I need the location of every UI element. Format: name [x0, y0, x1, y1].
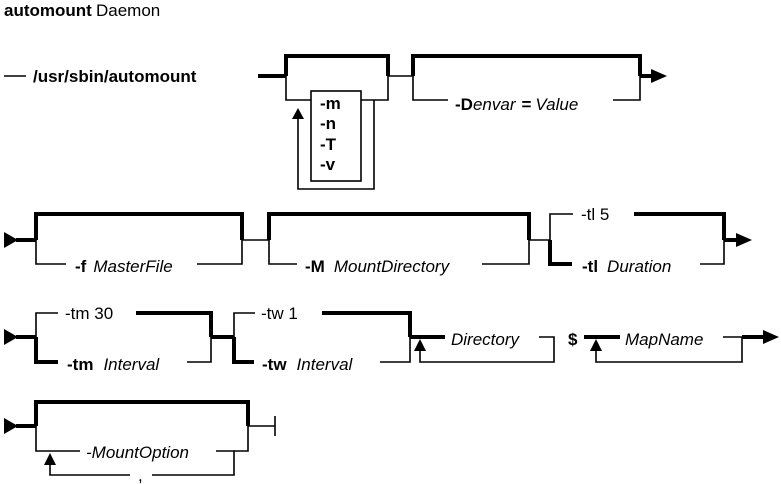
continue-arrow-icon	[763, 330, 779, 344]
dollar-separator: $	[568, 330, 578, 349]
continue-arrow-icon	[736, 233, 752, 247]
repeat-arrow-icon	[44, 453, 56, 465]
mapname-arg: MapName	[625, 330, 703, 349]
flag-T: -T	[320, 135, 337, 154]
mount-option-arg: -MountOption	[86, 443, 189, 462]
repeat-arrow-icon	[590, 339, 602, 351]
continue-arrow-icon	[651, 69, 667, 83]
mount-option-group: -MountOption ,	[34, 400, 250, 484]
flags-group: -m -n -T -v	[284, 54, 390, 190]
flag-m: -m	[320, 94, 341, 113]
tl-default: -tl 5	[581, 205, 609, 224]
command-path: /usr/sbin/automount	[33, 67, 197, 86]
repeat-arrow-icon	[414, 339, 426, 351]
start-arrow-icon	[4, 329, 18, 345]
comma-separator: ,	[138, 466, 143, 484]
title-command: automount	[4, 1, 92, 20]
mapname-group: MapName	[584, 330, 743, 363]
tm-default: -tm 30	[65, 304, 113, 323]
flag-v: -v	[320, 155, 336, 174]
start-arrow-icon	[4, 232, 18, 248]
directory-arg: Directory	[451, 330, 521, 349]
repeat-arrow-icon	[292, 108, 304, 119]
flag-n: -n	[320, 114, 336, 133]
define-flag: -Denvar=Value	[455, 95, 578, 114]
define-group: -Denvar=Value	[411, 54, 642, 114]
title-suffix: Daemon	[96, 1, 160, 20]
tw-default: -tw 1	[261, 304, 298, 323]
start-arrow-icon	[4, 418, 18, 434]
row-1: /usr/sbin/automount -m -n -T -v -Denvar=…	[4, 54, 667, 190]
row-4: -MountOption ,	[4, 400, 276, 484]
directory-group: Directory	[410, 330, 555, 363]
